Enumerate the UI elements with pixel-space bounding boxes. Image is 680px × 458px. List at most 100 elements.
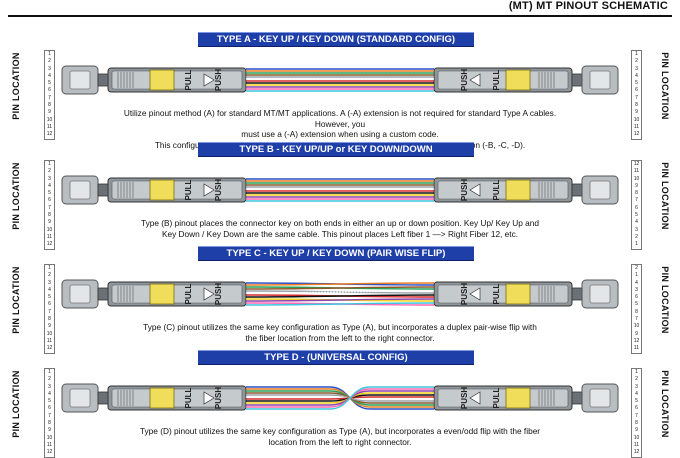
pull-text: PULL — [492, 283, 501, 304]
arrow-icon — [203, 73, 215, 87]
pin-number: 1 — [635, 241, 638, 248]
ferrule-tip — [571, 73, 583, 87]
left-end-face — [61, 383, 99, 413]
fiber-6 — [246, 396, 434, 400]
connector-housing — [111, 284, 243, 304]
pin-number: 12 — [46, 131, 53, 138]
pull-text: PULL — [492, 179, 501, 200]
pin-number: 5 — [48, 294, 51, 301]
push-text: PUSH — [460, 179, 469, 201]
pin-number: 6 — [635, 405, 638, 412]
pin-number: 6 — [48, 197, 51, 204]
end-face-window — [589, 388, 611, 408]
push-text: PUSH — [214, 283, 223, 305]
pin-number: 4 — [48, 390, 51, 397]
pull-text: PULL — [492, 69, 501, 90]
section-type-d: TYPE D - (UNIVERSAL CONFIG) PIN LOCATION… — [0, 348, 680, 458]
description-line: the fiber location from the left to the … — [245, 332, 435, 343]
arrow-icon — [203, 391, 215, 405]
fiber-6 — [245, 290, 435, 294]
connector-housing — [437, 284, 569, 304]
connector-housing — [437, 388, 569, 408]
description-line: Utilize pinout method (A) for standard M… — [123, 108, 557, 129]
pin-number: 1 — [48, 161, 51, 167]
pin-number: 10 — [633, 434, 640, 441]
pin-number: 2 — [48, 168, 51, 175]
fiber-10 — [245, 298, 435, 302]
pin-number: 10 — [46, 330, 53, 337]
pin-number: 12 — [633, 449, 640, 456]
description-line: Type (D) pinout utilizes the same key co… — [139, 426, 541, 436]
arrow-icon — [203, 183, 215, 197]
pin-number: 8 — [48, 316, 51, 323]
right-connector: PULL PUSH — [433, 177, 583, 203]
arrow-icon — [469, 391, 481, 405]
key-label — [149, 387, 175, 409]
pin-number: 11 — [46, 233, 53, 240]
page-title: (MT) MT PINOUT SCHEMATIC — [508, 0, 668, 12]
arrow-icon — [469, 73, 481, 87]
ferrule-tip — [97, 287, 109, 301]
pin-number: 8 — [48, 420, 51, 427]
pin-number: 5 — [635, 212, 638, 219]
fiber-12 — [246, 386, 434, 410]
pin-number: 4 — [635, 219, 638, 226]
key-label — [149, 69, 175, 91]
left-end-face — [61, 175, 99, 205]
key-label — [505, 387, 531, 409]
pin-number: 7 — [48, 308, 51, 315]
end-face-window — [69, 388, 91, 408]
ferrule-tip — [97, 73, 109, 87]
pin-number: 11 — [46, 441, 53, 448]
pin-number: 7 — [48, 204, 51, 211]
pin-number: 3 — [48, 279, 51, 286]
pin-number: 6 — [48, 87, 51, 94]
pin-number: 3 — [48, 383, 51, 390]
push-text: PUSH — [460, 283, 469, 305]
fiber-12 — [245, 302, 435, 306]
pin-number: 12 — [633, 131, 640, 138]
pin-number: 4 — [635, 72, 638, 79]
pin-number: 3 — [635, 383, 638, 390]
pin-number: 9 — [48, 219, 51, 226]
key-label — [505, 283, 531, 305]
ferrule-tip — [571, 183, 583, 197]
connector-housing — [111, 180, 243, 200]
description: Type (D) pinout utilizes the same key co… — [108, 426, 572, 447]
pin-number: 9 — [48, 109, 51, 116]
pin-number: 2 — [635, 233, 638, 240]
pin-number: 5 — [635, 301, 638, 308]
connector-housing — [437, 70, 569, 90]
pin-number: 12 — [46, 449, 53, 456]
fiber-8 — [245, 294, 435, 298]
ferrule-tip — [97, 183, 109, 197]
pin-number: 12 — [46, 241, 53, 248]
pin-number: 9 — [48, 427, 51, 434]
left-end-face — [61, 65, 99, 95]
section-type-b: TYPE B - KEY UP/UP or KEY DOWN/DOWN PIN … — [0, 140, 680, 250]
pin-number: 7 — [48, 412, 51, 419]
pin-number: 2 — [48, 58, 51, 65]
banner-type-c: TYPE C - KEY UP / KEY DOWN (PAIR WISE FL… — [198, 246, 474, 261]
pull-text: PULL — [184, 179, 193, 200]
pin-number: 2 — [635, 265, 638, 271]
key-label — [505, 69, 531, 91]
key-label — [149, 179, 175, 201]
fiber-11 — [246, 388, 434, 408]
push-text: PUSH — [214, 387, 223, 409]
pin-number: 5 — [48, 190, 51, 197]
description: Type (C) pinout utilizes the same key co… — [108, 322, 572, 343]
fiber-2 — [245, 282, 435, 286]
pin-number: 12 — [633, 161, 640, 167]
pin-number: 7 — [635, 197, 638, 204]
